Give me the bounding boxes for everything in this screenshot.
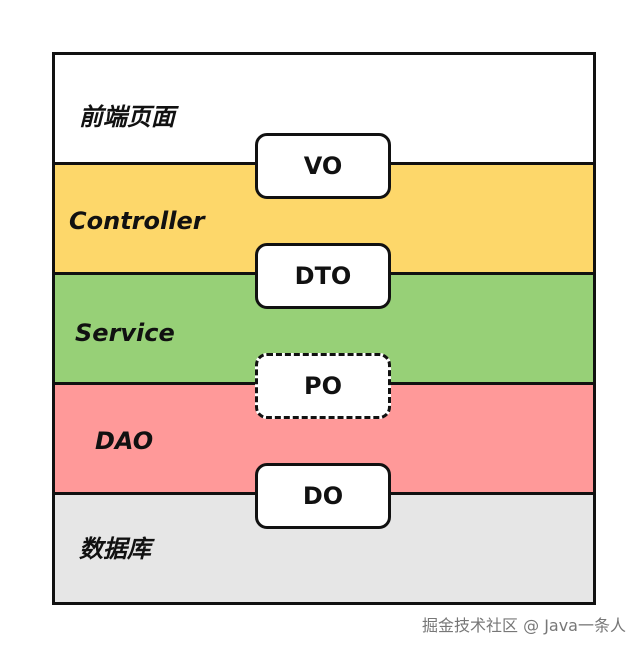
do-object-box: DO: [255, 463, 391, 529]
layer-label: 前端页面: [79, 103, 175, 131]
object-label: DTO: [294, 262, 352, 290]
layer-label: DAO: [95, 427, 154, 455]
layer-controller: Controller: [55, 165, 593, 275]
vo-object-box: VO: [255, 133, 391, 199]
layer-label: Controller: [69, 207, 205, 235]
object-label: VO: [303, 152, 343, 180]
architecture-diagram: 前端页面 Controller Service DAO 数据库 VO DTO P…: [52, 52, 596, 605]
dto-object-box: DTO: [255, 243, 391, 309]
layer-label: Service: [75, 319, 175, 347]
object-label: PO: [304, 372, 342, 400]
layer-label: 数据库: [79, 535, 151, 563]
po-object-box: PO: [255, 353, 391, 419]
watermark: 掘金技术社区 @ Java一条人: [422, 616, 626, 635]
object-label: DO: [302, 482, 344, 510]
